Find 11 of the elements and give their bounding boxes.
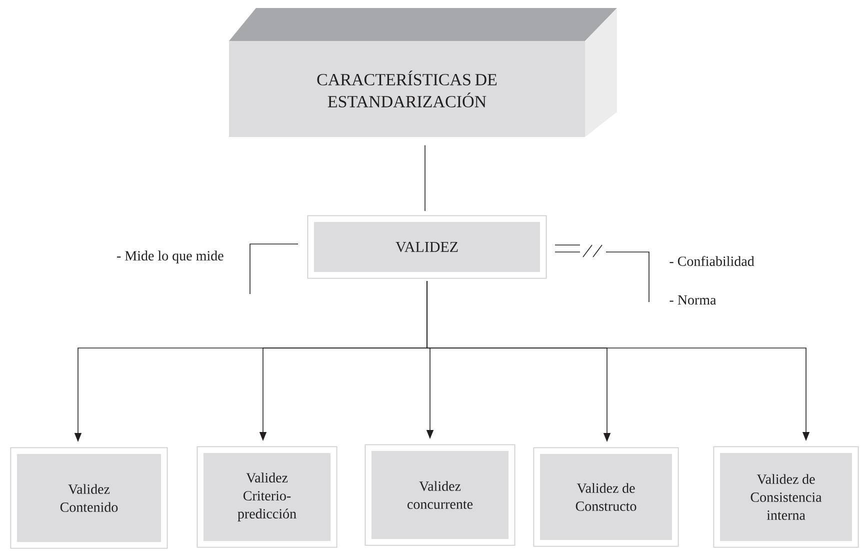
text-label: - Norma [670,295,716,305]
box: Validez Contenido [10,447,168,549]
box: Validez concurrente [364,444,516,546]
box: Validez de Consistencia interna [713,446,859,548]
text-label: - Mide lo que mide [117,250,224,264]
box: Validez Criterio- predicción [196,446,338,548]
connector-line [424,144,426,212]
box: VALIDEZ [307,215,547,279]
box: CARACTERÍSTICAS DE ESTANDARIZACIÓN [229,8,617,137]
box: Validez de Constructo [533,447,679,547]
text-label: - Confiabilidad [670,256,754,266]
